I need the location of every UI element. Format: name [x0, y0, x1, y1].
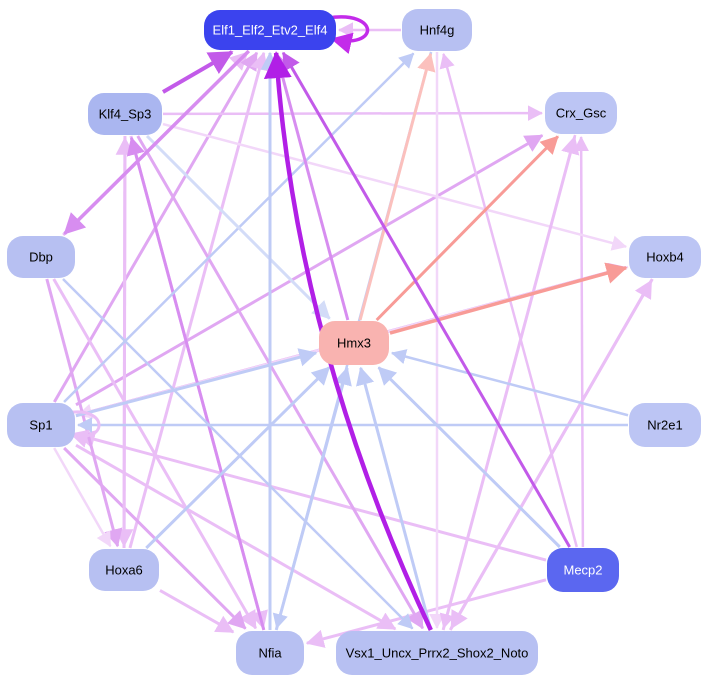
edge-Mecp2-to-Elf1_Elf2_Etv2_Elf4 — [281, 51, 571, 548]
edge-Elf1_Elf2_Etv2_Elf4-self-loop — [327, 15, 370, 54]
edge-Dbp-to-Nfia — [52, 278, 257, 630]
node-Dbp[interactable]: Dbp — [7, 236, 75, 278]
edge-Hoxa6-to-Hmx3 — [145, 366, 331, 550]
node-Nfia[interactable]: Nfia — [236, 631, 304, 675]
edge-Mecp2-to-Crx_Gsc — [573, 136, 589, 548]
node-Crx_Gsc[interactable]: Crx_Gsc — [545, 92, 617, 134]
edge-Vsx1_Uncx_Prrx2_Shox2_Noto-to-Hmx3 — [356, 366, 433, 631]
edge-Dbp-to-Vsx1_Uncx_Prrx2_Shox2_Noto — [62, 278, 414, 630]
edge-Klf4_Sp3-to-Vsx1_Uncx_Prrx2_Shox2_Noto — [136, 135, 424, 630]
edge-Nfia-to-Hmx3 — [274, 366, 352, 631]
edge-Klf4_Sp3-to-Elf1_Elf2_Etv2_Elf4 — [161, 50, 234, 94]
edge-Hoxa6-to-Elf1_Elf2_Etv2_Elf4 — [128, 51, 269, 549]
edge-Sp1-self-loop — [66, 410, 101, 448]
edge-Nr2e1-to-Hmx3 — [390, 349, 629, 417]
node-Elf1_Elf2_Etv2_Elf4[interactable]: Elf1_Elf2_Etv2_Elf4 — [204, 10, 336, 50]
edge-Sp1-to-Hoxa6 — [53, 447, 112, 548]
node-Hnf4g[interactable]: Hnf4g — [402, 9, 472, 51]
edge-Hmx3-to-Elf1_Elf2_Etv2_Elf4 — [271, 51, 350, 321]
edge-Hoxa6-to-Nfia — [159, 589, 235, 634]
node-Nr2e1[interactable]: Nr2e1 — [629, 403, 701, 447]
node-Hoxb4[interactable]: Hoxb4 — [629, 236, 701, 278]
node-Mecp2[interactable]: Mecp2 — [547, 548, 619, 592]
edge-Sp1-to-Hmx3 — [75, 348, 318, 418]
node-Vsx1_Uncx_Prrx2_Shox2_Noto[interactable]: Vsx1_Uncx_Prrx2_Shox2_Noto — [336, 631, 538, 675]
node-Sp1[interactable]: Sp1 — [7, 403, 75, 447]
node-Klf4_Sp3[interactable]: Klf4_Sp3 — [88, 93, 162, 135]
edge-Klf4_Sp3-to-Hmx3 — [145, 134, 331, 320]
edge-Sp1-to-Vsx1_Uncx_Prrx2_Shox2_Noto — [75, 443, 397, 631]
node-Hmx3[interactable]: Hmx3 — [319, 321, 389, 365]
edge-Hmx3-to-Hoxb4 — [389, 262, 628, 335]
edge-Mecp2-to-Hmx3 — [377, 366, 561, 549]
edge-layer — [45, 15, 654, 648]
node-Hoxa6[interactable]: Hoxa6 — [89, 549, 159, 591]
edge-Hmx3-to-Hnf4g — [358, 52, 436, 321]
edge-Hmx3-to-Crx_Gsc — [375, 135, 559, 322]
edge-Elf1_Elf2_Etv2_Elf4-to-Dbp — [63, 49, 251, 235]
